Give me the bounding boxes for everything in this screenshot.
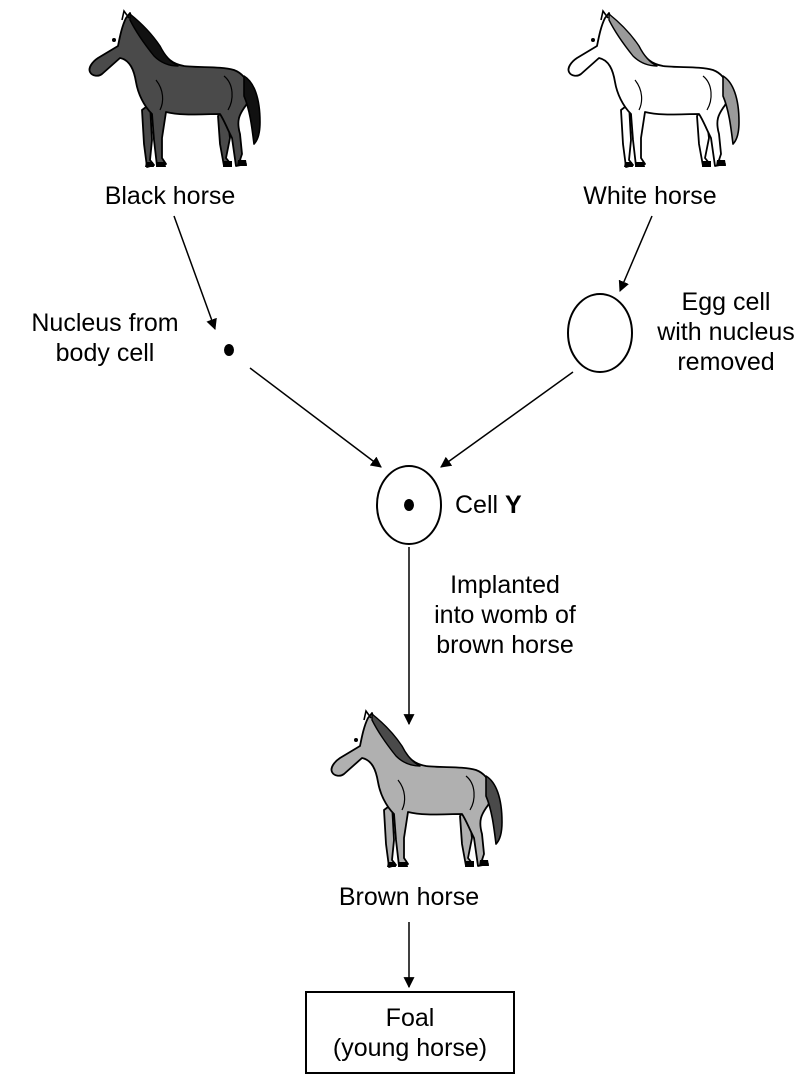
arrow-nucleus-to-cell <box>250 368 381 467</box>
foal-label: Foal (young horse) <box>307 1003 513 1063</box>
cell-y-nucleus <box>404 499 414 511</box>
foal-box: Foal (young horse) <box>305 991 515 1074</box>
brown-horse-label: Brown horse <box>309 882 509 912</box>
black-horse-label: Black horse <box>70 181 270 211</box>
white-horse-label: White horse <box>550 181 750 211</box>
implanted-label: Implanted into womb of brown horse <box>415 570 595 660</box>
arrow-white-to-egg <box>620 216 652 291</box>
body-cell-nucleus <box>224 344 234 356</box>
white-horse-image <box>568 11 739 167</box>
egg-cell-label: Egg cell with nucleus removed <box>641 287 811 377</box>
brown-horse-image <box>331 711 502 867</box>
arrow-egg-to-cell <box>441 372 573 467</box>
nucleus-from-body-cell-label: Nucleus from body cell <box>5 308 205 368</box>
egg-cell <box>568 294 632 372</box>
black-horse-image <box>89 11 260 167</box>
cell-y-label: Cell Y <box>455 490 522 520</box>
